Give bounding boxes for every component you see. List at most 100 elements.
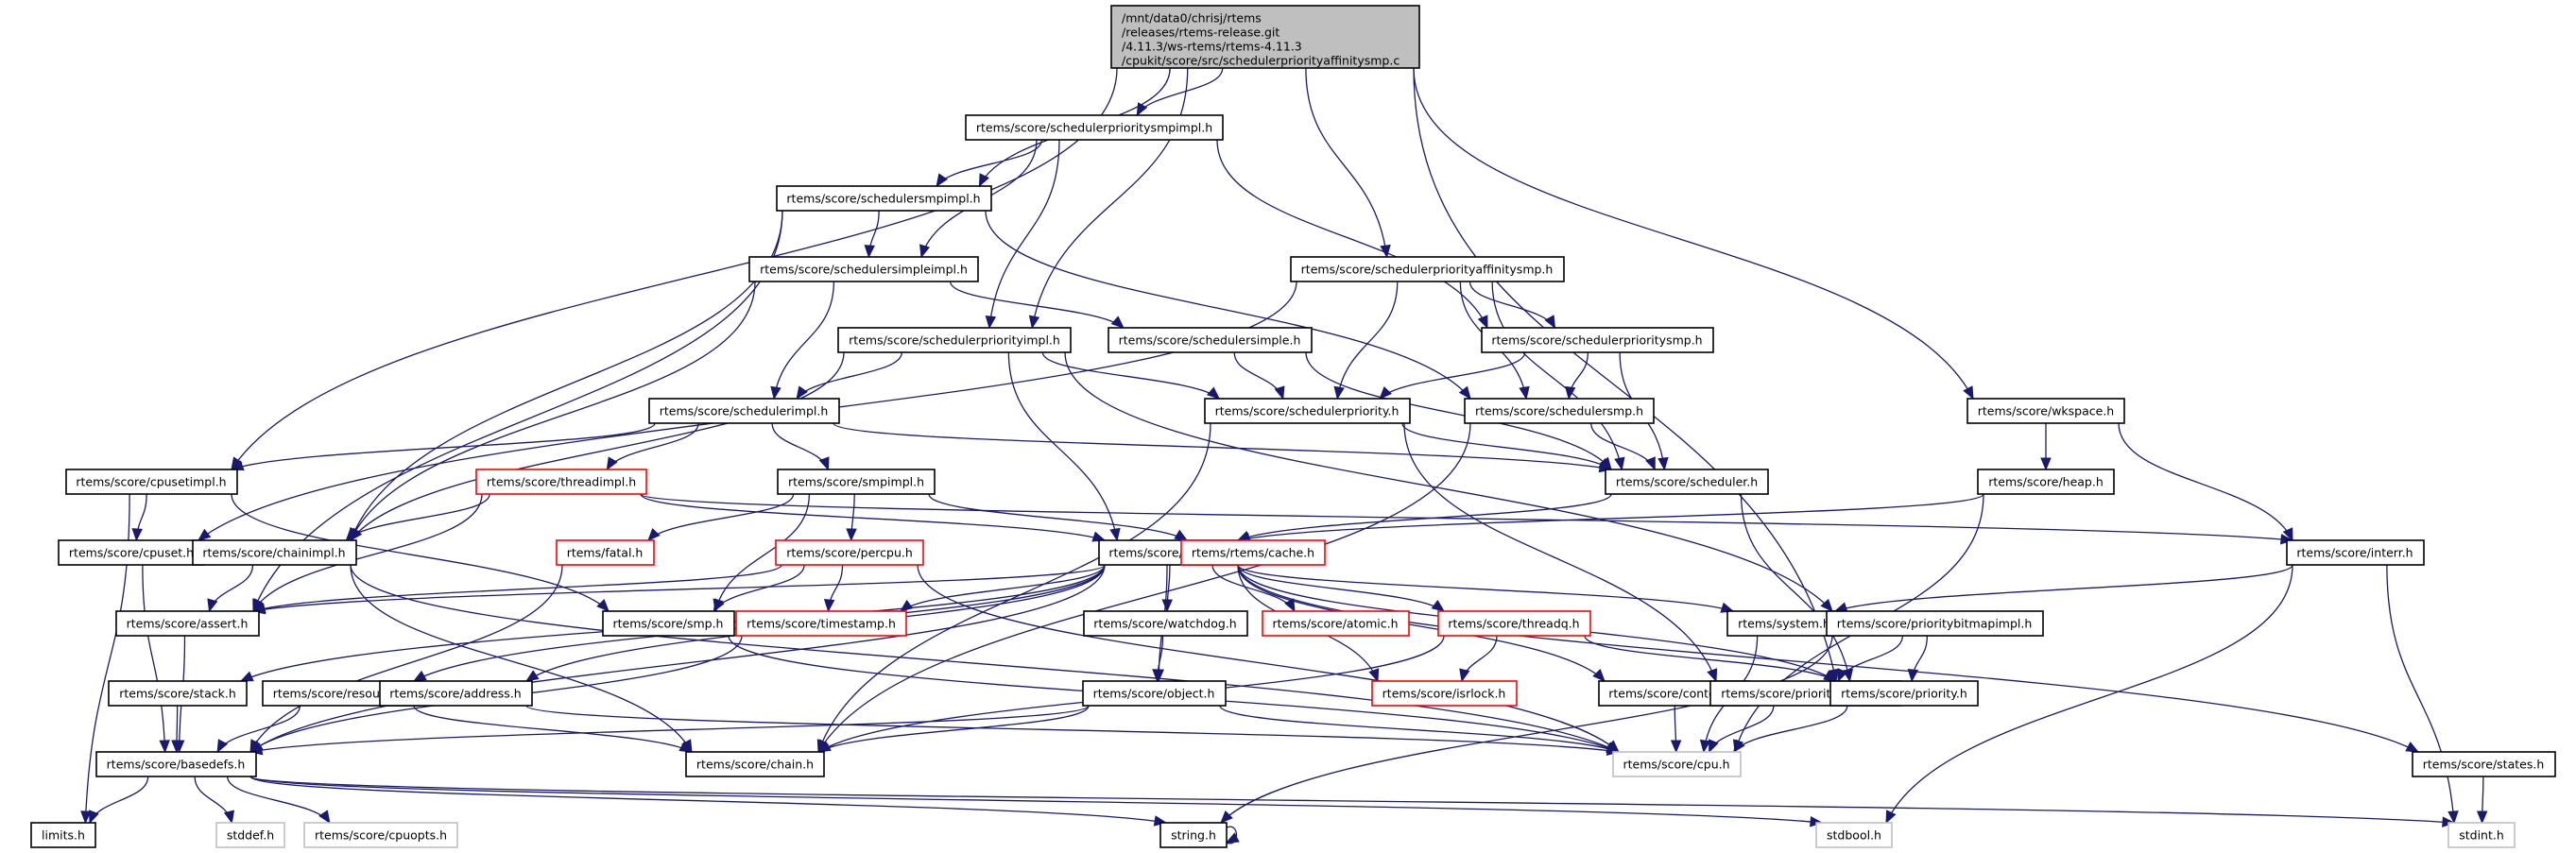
edge-schedulersmp-to-chain: [817, 422, 1471, 753]
arrowhead-icon: [1592, 668, 1606, 682]
arrowhead-icon: [936, 173, 948, 188]
node-schedulerprioritysmp[interactable]: rtems/score/schedulerprioritysmp.h: [1481, 327, 1714, 353]
node-cpuopts[interactable]: rtems/score/cpuopts.h: [303, 822, 458, 848]
arrowhead-icon: [171, 740, 182, 754]
node-address[interactable]: rtems/score/address.h: [379, 680, 533, 707]
arrowhead-icon: [131, 528, 143, 542]
node-basedefs[interactable]: rtems/score/basedefs.h: [95, 751, 257, 777]
edge-thread-to-threadq: [1237, 564, 1445, 612]
node-schedulerimpl[interactable]: rtems/score/schedulerimpl.h: [648, 398, 840, 424]
edge-chainimpl-to-chain: [350, 564, 693, 753]
edge-thread-to-timestamp: [900, 564, 1106, 612]
edge-schedulerpriority-to-chain: [817, 422, 1211, 753]
node-isrlock[interactable]: rtems/score/isrlock.h: [1371, 680, 1518, 707]
arrowhead-icon: [985, 315, 997, 330]
node-chain[interactable]: rtems/score/chain.h: [685, 751, 825, 777]
edge-schedulerpriorityaffinitysmp-to-scheduler: [1491, 281, 1623, 470]
arrowhead-icon: [1699, 739, 1711, 754]
edge-threadq-to-priority: [1584, 635, 1837, 682]
node-box: [1829, 680, 1979, 707]
node-box: [115, 610, 260, 637]
node-stdint[interactable]: stdint.h: [2447, 822, 2516, 848]
node-fatal[interactable]: rtems/fatal.h: [556, 539, 655, 566]
arrowhead-icon: [1614, 456, 1625, 471]
node-label: string.h: [1171, 828, 1216, 843]
node-schedulerprioritysmpimpl[interactable]: rtems/score/schedulerprioritysmpimpl.h: [965, 114, 1224, 141]
edges-layer: [80, 67, 2488, 844]
node-label: rtems/score/context.h: [1608, 687, 1738, 701]
node-label: rtems/score/smp.h: [613, 617, 724, 631]
node-box: [775, 539, 924, 566]
node-box: [1481, 327, 1714, 353]
node-priority[interactable]: rtems/score/priority.h: [1829, 680, 1979, 707]
node-label: rtems/score/resource.h: [273, 687, 409, 701]
node-object[interactable]: rtems/score/object.h: [1082, 680, 1227, 707]
node-label: rtems/score/prioritybitmapimpl.h: [1837, 617, 2033, 631]
node-box: [1180, 539, 1326, 566]
node-box: [2286, 539, 2425, 566]
arrowhead-icon: [318, 810, 331, 825]
edge-smpimpl-to-cache: [928, 493, 1188, 541]
node-system[interactable]: rtems/system.h: [1726, 610, 1842, 637]
arrowhead-icon: [216, 739, 229, 754]
arrowhead-icon: [1379, 385, 1393, 400]
nodes-layer: /mnt/data0/chrisj/rtems /releases/rtems-…: [30, 5, 2556, 848]
node-timestamp[interactable]: rtems/score/timestamp.h: [735, 610, 907, 637]
node-box: [1083, 610, 1248, 637]
node-box: [556, 539, 655, 566]
node-string[interactable]: string.h: [1159, 822, 1228, 848]
node-label: rtems/score/object.h: [1093, 687, 1215, 701]
edge-object-to-cpu: [1219, 705, 1620, 753]
node-smpimpl[interactable]: rtems/score/smpimpl.h: [777, 469, 936, 495]
node-cache[interactable]: rtems/rtems/cache.h: [1180, 539, 1326, 566]
node-stack[interactable]: rtems/score/stack.h: [108, 680, 248, 707]
node-percpu[interactable]: rtems/score/percpu.h: [775, 539, 924, 566]
node-box: [1204, 398, 1411, 424]
node-label: rtems/score/schedulersimpleimpl.h: [760, 263, 968, 277]
arrowhead-icon: [1109, 527, 1121, 542]
arrowhead-icon: [713, 598, 725, 613]
node-interr[interactable]: rtems/score/interr.h: [2286, 539, 2425, 566]
node-chainimpl[interactable]: rtems/score/chainimpl.h: [192, 539, 357, 566]
edge-interr-to-stdbool: [1885, 564, 2293, 824]
node-scheduler[interactable]: rtems/score/scheduler.h: [1605, 469, 1769, 495]
node-cpuset[interactable]: rtems/score/cpuset.h: [58, 539, 205, 566]
node-smp[interactable]: rtems/score/smp.h: [602, 610, 735, 637]
edge-threadimpl-to-assert: [252, 493, 483, 612]
node-schedulersimple[interactable]: rtems/score/schedulersimple.h: [1108, 327, 1313, 353]
node-label: rtems/score/priority.h: [1841, 687, 1967, 701]
node-stddef[interactable]: stddef.h: [215, 822, 285, 848]
node-schedulersimpleimpl[interactable]: rtems/score/schedulersimpleimpl.h: [748, 256, 979, 282]
node-cpu[interactable]: rtems/score/cpu.h: [1612, 751, 1742, 777]
node-schedulerpriority[interactable]: rtems/score/schedulerpriority.h: [1204, 398, 1411, 424]
edge-root-to-cpusetimpl: [231, 67, 1118, 470]
node-schedulerpriorityaffinitysmp[interactable]: rtems/score/schedulerpriorityaffinitysmp…: [1290, 256, 1565, 282]
node-states[interactable]: rtems/score/states.h: [2412, 751, 2556, 777]
edge-percpu-to-assert: [252, 564, 782, 612]
node-label: rtems/score/cpuset.h: [69, 546, 194, 560]
node-schedulersmpimpl[interactable]: rtems/score/schedulersmpimpl.h: [776, 185, 992, 212]
edge-schedulersimpleimpl-to-schedulerimpl: [773, 281, 835, 400]
node-heap[interactable]: rtems/score/heap.h: [1977, 469, 2115, 495]
node-atomic[interactable]: rtems/score/atomic.h: [1262, 610, 1410, 637]
node-prioritybitmapimpl[interactable]: rtems/score/prioritybitmapimpl.h: [1826, 610, 2044, 637]
arrowhead-icon: [846, 528, 857, 542]
node-wkspace[interactable]: rtems/score/wkspace.h: [1966, 398, 2125, 424]
node-schedulersmp[interactable]: rtems/score/schedulersmp.h: [1464, 398, 1655, 424]
node-stdbool[interactable]: stdbool.h: [1815, 822, 1893, 848]
root-label-line-2: /releases/rtems-release.git: [1122, 26, 1279, 40]
edge-wkspace-to-interr: [2118, 422, 2293, 541]
edge-root-to-priority: [1413, 67, 1837, 682]
node-assert[interactable]: rtems/score/assert.h: [115, 610, 260, 637]
node-cpusetimpl[interactable]: rtems/score/cpusetimpl.h: [65, 469, 238, 495]
node-box: [1082, 680, 1227, 707]
node-threadq[interactable]: rtems/score/threadq.h: [1437, 610, 1591, 637]
root-node[interactable]: /mnt/data0/chrisj/rtems /releases/rtems-…: [1110, 5, 1420, 69]
node-threadimpl[interactable]: rtems/score/threadimpl.h: [475, 469, 647, 495]
node-limits[interactable]: limits.h: [30, 822, 96, 848]
node-watchdog[interactable]: rtems/score/watchdog.h: [1083, 610, 1248, 637]
node-schedulerpriorityimpl[interactable]: rtems/score/schedulerpriorityimpl.h: [837, 327, 1072, 353]
edge-cpuset-to-basedefs: [142, 564, 166, 753]
node-label: rtems/rtems/cache.h: [1192, 546, 1314, 560]
edge-object-to-chain: [817, 705, 1090, 753]
